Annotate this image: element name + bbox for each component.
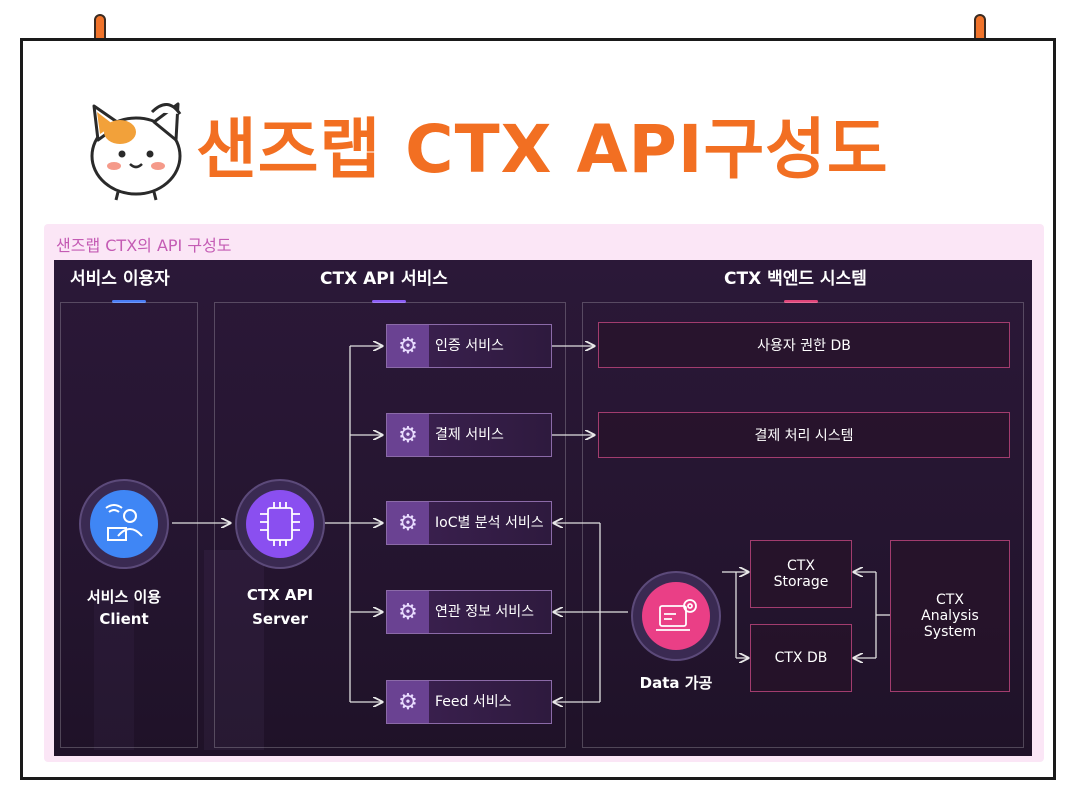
- service-payment[interactable]: ⚙ 결제 서비스: [386, 413, 552, 457]
- backend-ctx-storage: CTX Storage: [750, 540, 852, 608]
- service-auth[interactable]: ⚙ 인증 서비스: [386, 324, 552, 368]
- column-box-api: [214, 302, 566, 748]
- client-node: [79, 479, 169, 569]
- analysis-line1: CTX: [936, 592, 964, 608]
- column-accent-users: [112, 300, 146, 303]
- service-ioc-label: IoC별 분석 서비스: [435, 515, 544, 531]
- gear-icon: ⚙: [387, 591, 429, 633]
- analysis-line2: Analysis: [921, 608, 979, 624]
- column-box-backend: [582, 302, 1024, 748]
- data-node: [631, 571, 721, 661]
- service-payment-label: 결제 서비스: [435, 427, 504, 443]
- service-feed[interactable]: ⚙ Feed 서비스: [386, 680, 552, 724]
- storage-line1: CTX: [787, 558, 815, 574]
- column-accent-api: [372, 300, 406, 303]
- data-gear-icon: [656, 599, 697, 631]
- service-relation-label: 연관 정보 서비스: [435, 604, 535, 620]
- service-relation[interactable]: ⚙ 연관 정보 서비스: [386, 590, 552, 634]
- backend-payment-system: 결제 처리 시스템: [598, 412, 1010, 458]
- column-header-backend: CTX 백엔드 시스템: [724, 269, 867, 289]
- analysis-line3: System: [923, 624, 977, 640]
- server-node: [235, 479, 325, 569]
- user-laptop-icon: [105, 504, 143, 541]
- chip-icon: [260, 502, 300, 546]
- connector-lines: [172, 260, 890, 756]
- backend-auth-db: 사용자 권한 DB: [598, 322, 1010, 368]
- storage-line2: Storage: [773, 574, 829, 590]
- panel-label: 샌즈랩 CTX의 API 구성도: [56, 236, 232, 255]
- gear-icon: ⚙: [387, 325, 429, 367]
- gear-icon: ⚙: [387, 414, 429, 456]
- diagram-canvas: 서비스 이용자 CTX API 서비스 CTX 백엔드 시스템: [54, 260, 1032, 756]
- service-ioc[interactable]: ⚙ IoC별 분석 서비스: [386, 501, 552, 545]
- column-accent-backend: [784, 300, 818, 303]
- page-title: 샌즈랩 CTX API구성도: [196, 111, 889, 188]
- backend-ctx-db: CTX DB: [750, 624, 852, 692]
- service-feed-label: Feed 서비스: [435, 694, 512, 710]
- column-box-users: [60, 302, 198, 748]
- service-auth-label: 인증 서비스: [435, 338, 504, 354]
- cat-mascot-icon: [90, 102, 182, 201]
- data-label: Data 가공: [639, 674, 713, 692]
- gear-icon: ⚙: [387, 502, 429, 544]
- server-label-line2: Server: [252, 610, 308, 628]
- server-label-line1: CTX API: [246, 586, 314, 604]
- column-header-users: 서비스 이용자: [70, 269, 170, 289]
- client-label-line2: Client: [99, 610, 149, 628]
- backend-analysis-system: CTX Analysis System: [890, 540, 1010, 692]
- gear-icon: ⚙: [387, 681, 429, 723]
- column-header-api: CTX API 서비스: [320, 269, 448, 289]
- client-label-line1: 서비스 이용: [86, 588, 162, 606]
